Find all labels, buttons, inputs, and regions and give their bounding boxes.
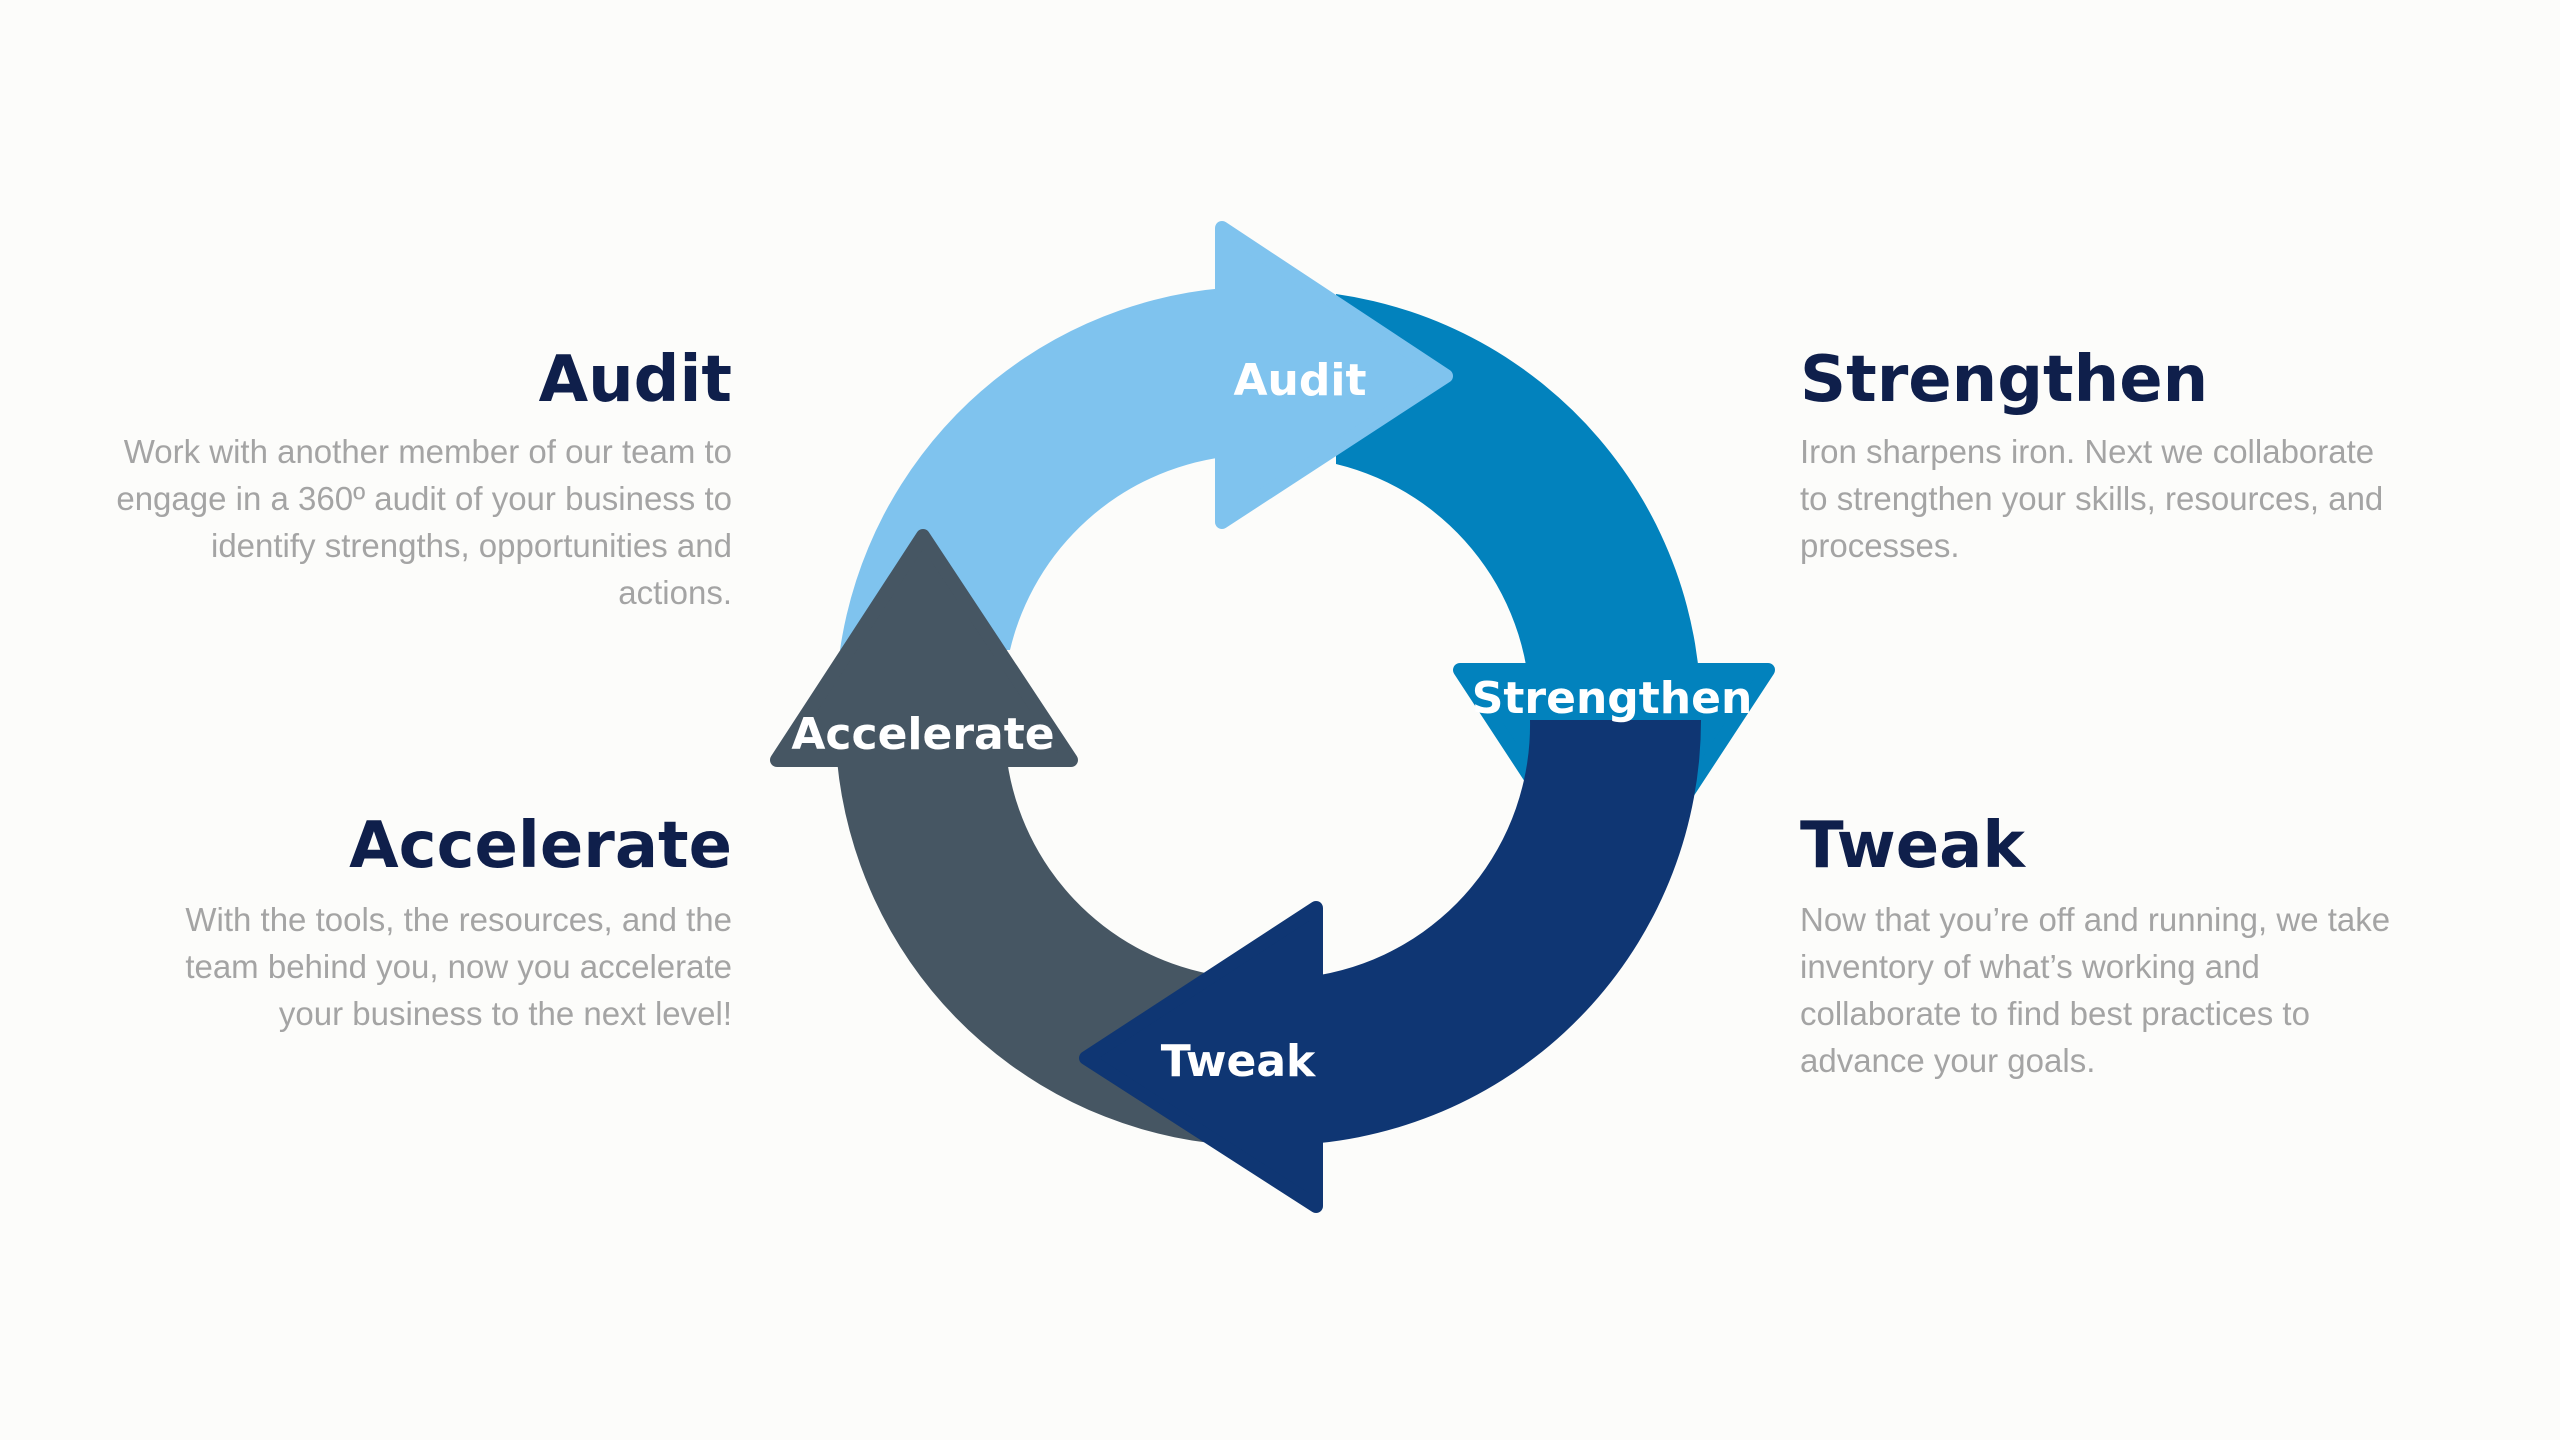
accelerate-cycle-label: Accelerate xyxy=(791,709,1054,760)
audit-cycle-label: Audit xyxy=(1234,355,1367,406)
strengthen-heading: Strengthen xyxy=(1800,343,2209,417)
accelerate-description: With the tools, the resources, and the t… xyxy=(185,901,732,1032)
tweak-cycle-label: Tweak xyxy=(1161,1036,1317,1087)
tweak-heading: Tweak xyxy=(1800,809,2025,883)
audit-heading: Audit xyxy=(538,343,732,417)
audit-description: Work with another member of our team to … xyxy=(116,433,732,611)
tweak-arrowhead xyxy=(1086,908,1316,1206)
strengthen-description: Iron sharpens iron. Next we collaborate … xyxy=(1800,433,2384,564)
accelerate-arrowhead xyxy=(777,536,1071,760)
accelerate-heading: Accelerate xyxy=(349,809,732,883)
audit-arrowhead xyxy=(1222,228,1446,522)
tweak-arc xyxy=(1320,720,1701,1143)
tweak-arrow xyxy=(1320,720,1701,1143)
tweak-description: Now that you’re off and running, we take… xyxy=(1800,901,2391,1079)
strengthen-arc xyxy=(1336,294,1702,720)
strengthen-cycle-label: Strengthen xyxy=(1472,673,1753,724)
